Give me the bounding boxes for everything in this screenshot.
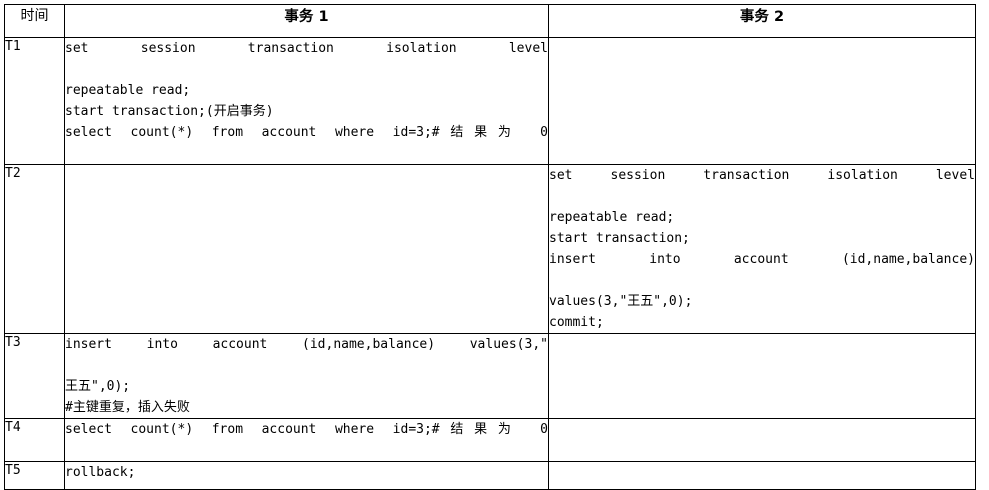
transaction-2-sql [548,461,976,490]
column-header-time: 时间 [4,4,65,38]
transaction-isolation-table: 时间 事务 1 事务 2 T1 set session transaction … [4,4,976,490]
sql-line: #主键重复，插入失败 [65,400,190,415]
table-row: T3 insert into account (id,name,balance)… [4,333,976,419]
table-row: T5 rollback; [4,461,976,490]
sql-line: rollback; [65,465,136,480]
table-row: T4 select count(*) from account where id… [4,418,976,462]
time-label: T2 [4,164,65,334]
sql-line: start transaction; [549,231,690,246]
time-label: T4 [4,418,65,462]
sql-line: start transaction;(开启事务) [65,104,274,119]
sql-line: commit; [549,315,604,330]
table-body: T1 set session transaction isolation lev… [4,37,976,490]
transaction-1-sql: rollback; [64,461,549,490]
time-label: T3 [4,333,65,419]
sql-line: insert into account (id,name,balance) [549,252,975,267]
page-root: 时间 事务 1 事务 2 T1 set session transaction … [0,4,989,490]
sql-line: set session transaction isolation level [549,168,975,183]
sql-line: insert into account (id,name,balance) va… [65,337,548,352]
sql-line: values(3,"王五",0); [549,294,693,309]
table-row: T2 set session transaction isolation lev… [4,164,976,334]
transaction-2-sql [548,333,976,419]
time-label: T1 [4,37,65,165]
transaction-1-sql [64,164,549,334]
transaction-2-sql: set session transaction isolation level r… [548,164,976,334]
time-label: T5 [4,461,65,490]
transaction-2-sql [548,37,976,165]
sql-line: select count(*) from account where id=3;… [65,125,548,140]
table-header: 时间 事务 1 事务 2 [4,4,976,38]
transaction-1-sql: set session transaction isolation level r… [64,37,549,165]
sql-line: repeatable read; [65,83,191,98]
sql-line: set session transaction isolation level [65,41,548,56]
transaction-1-sql: select count(*) from account where id=3;… [64,418,549,462]
transaction-1-sql: insert into account (id,name,balance) va… [64,333,549,419]
table-header-row: 时间 事务 1 事务 2 [4,4,976,38]
column-header-transaction-2: 事务 2 [548,4,976,38]
sql-line: repeatable read; [549,210,675,225]
sql-line: 王五",0); [65,379,131,394]
transaction-2-sql [548,418,976,462]
column-header-transaction-1: 事务 1 [64,4,549,38]
sql-line: select count(*) from account where id=3;… [65,422,548,437]
table-row: T1 set session transaction isolation lev… [4,37,976,165]
